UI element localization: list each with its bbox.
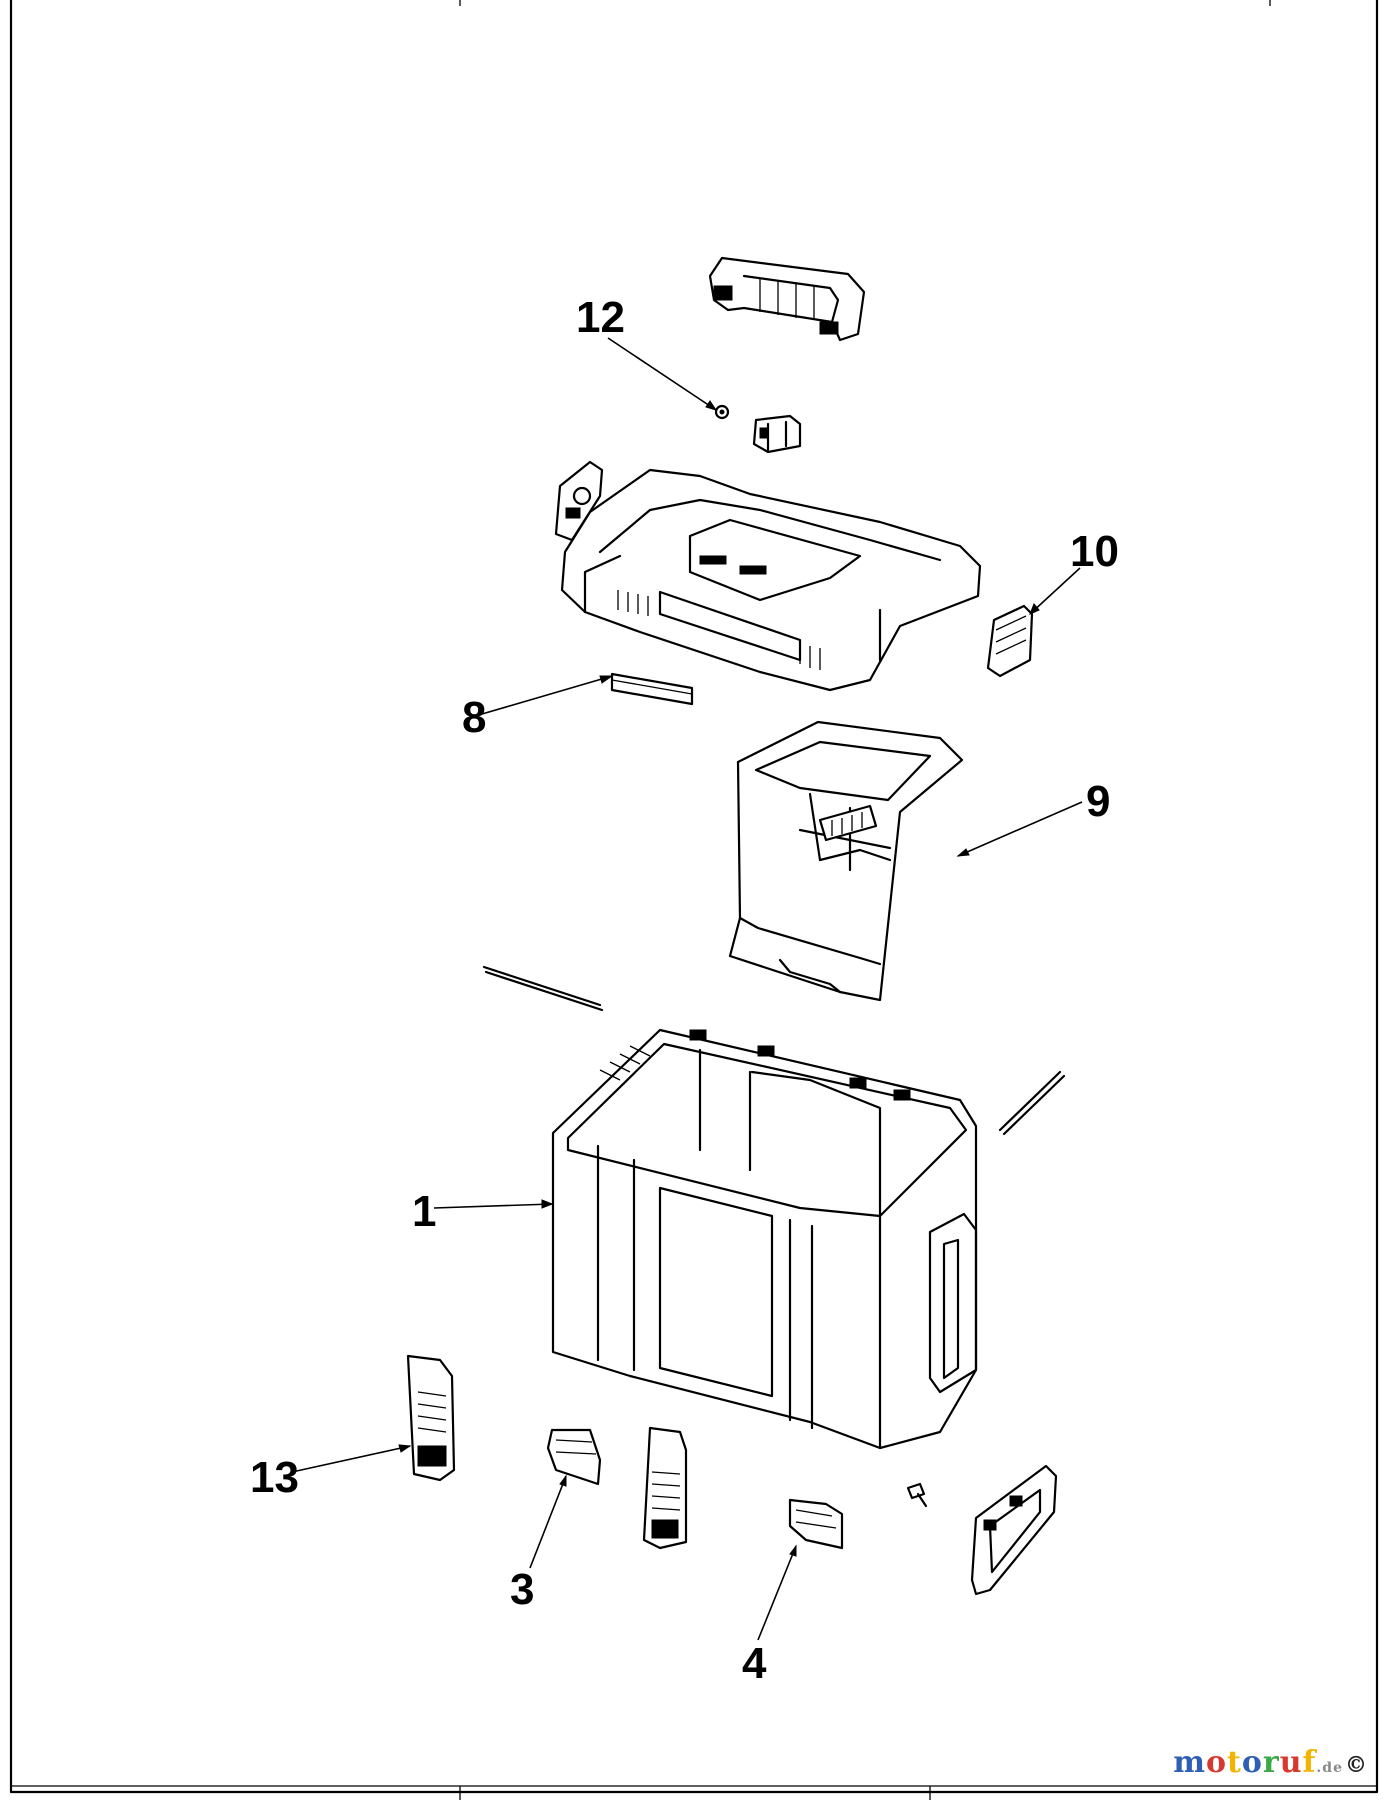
tray-part-9 [728, 720, 964, 1002]
leader-3 [529, 1475, 567, 1569]
nut-part-12 [714, 404, 730, 420]
rod-part-right [998, 1070, 1066, 1136]
rod-part-left [482, 965, 604, 1012]
leader-13 [291, 1445, 411, 1473]
latch-block-part [752, 414, 802, 454]
callout-3: 3 [510, 1565, 534, 1614]
watermark-domain-suffix: .de [1316, 1760, 1343, 1776]
callout-12: 12 [576, 293, 625, 342]
copyright-icon: © [1345, 1752, 1368, 1778]
lid-part [560, 468, 982, 692]
callout-1: 1 [412, 1187, 436, 1236]
side-handle-part [970, 1464, 1058, 1596]
screw-part [906, 1482, 928, 1508]
clamp-latch-part [642, 1426, 688, 1550]
watermark-letter: m [1173, 1745, 1206, 1780]
callout-13: 13 [250, 1453, 299, 1502]
watermark-letter: t [1227, 1745, 1242, 1780]
label-plate-part-8 [610, 672, 694, 706]
callout-labels: 12 10 8 9 1 13 3 4 [250, 293, 1119, 1688]
box-body-part-1 [551, 1028, 978, 1450]
leader-9 [957, 801, 1083, 857]
leader-1 [433, 1203, 553, 1209]
leader-8 [481, 675, 613, 715]
top-handle-part [708, 256, 866, 342]
leader-lines [291, 337, 1083, 1641]
callout-10: 10 [1070, 527, 1119, 576]
leader-4 [757, 1545, 797, 1641]
callout-9: 9 [1086, 777, 1110, 826]
watermark-letter: o [1206, 1745, 1228, 1780]
clip-part-4 [788, 1498, 844, 1550]
watermark-letter: f [1302, 1745, 1317, 1780]
side-latch-part-10 [986, 604, 1034, 678]
leader-10 [1029, 567, 1081, 615]
lid-hinge-left-part [554, 460, 604, 542]
clamp-latch-part-13 [406, 1354, 456, 1482]
drawing-frame [9, 0, 1379, 1800]
callout-8: 8 [462, 693, 486, 742]
clip-part-3 [546, 1428, 602, 1486]
callout-4: 4 [742, 1639, 767, 1688]
watermark-letter: u [1279, 1745, 1303, 1780]
leader-12 [607, 337, 717, 411]
watermark-letter: r [1262, 1745, 1280, 1780]
watermark-letter: o [1241, 1745, 1263, 1780]
watermark-logo-text: motoruf [1173, 1745, 1316, 1780]
site-watermark: motoruf.de© [1173, 1745, 1368, 1780]
